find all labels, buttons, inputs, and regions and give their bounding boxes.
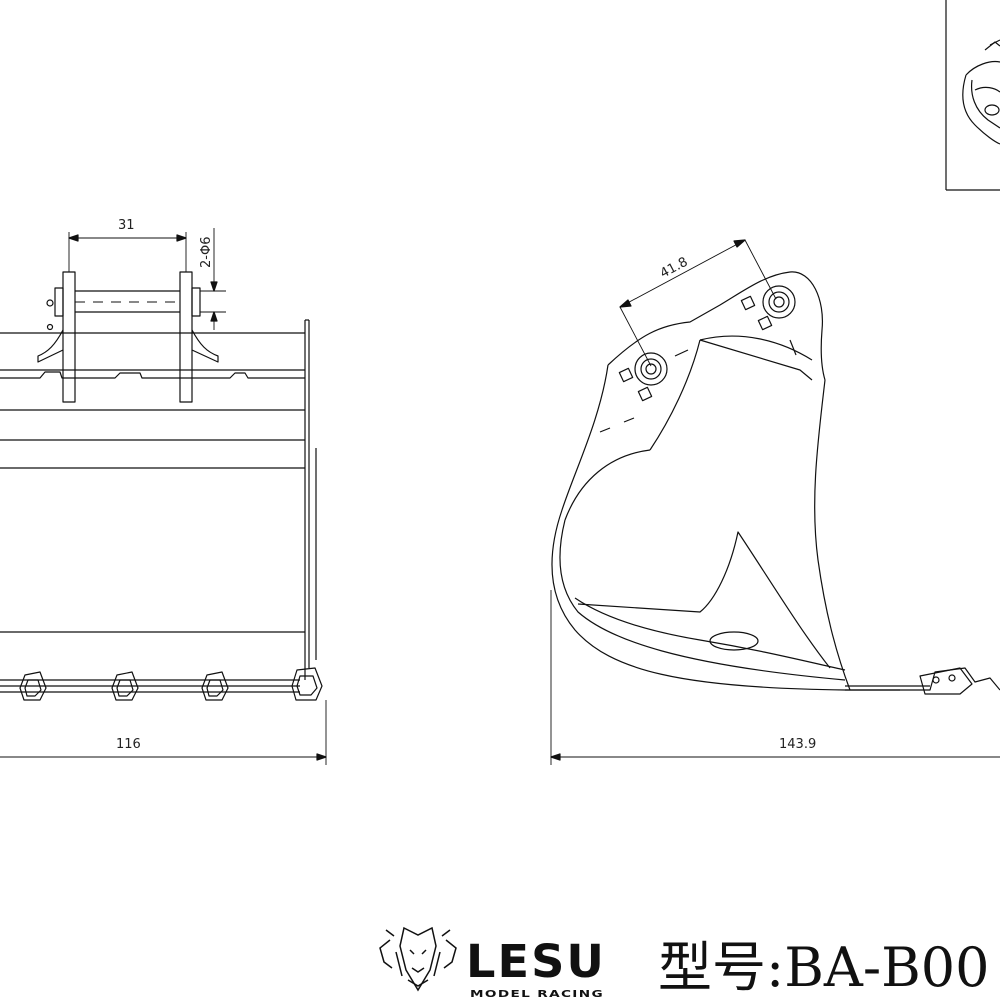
front-view	[0, 228, 327, 765]
bucket-tooth	[291, 667, 323, 701]
dim-pin-spacing: 31	[118, 218, 135, 233]
lion-logo	[379, 926, 457, 992]
bucket-tooth	[111, 671, 139, 701]
brand-name: LESU	[466, 935, 606, 988]
bucket-tooth	[201, 671, 229, 701]
dim-pin-holes: 2-Φ6	[199, 237, 214, 268]
dim-front-width: 116	[116, 737, 141, 752]
dim-side-length: 143.9	[779, 737, 816, 752]
iso-inset	[945, 0, 1000, 191]
brand-tagline: MODEL RACING	[470, 989, 604, 1000]
model-label: 型号:BA-B00	[658, 936, 990, 999]
bucket-tooth	[19, 671, 47, 701]
side-view	[550, 239, 1000, 765]
